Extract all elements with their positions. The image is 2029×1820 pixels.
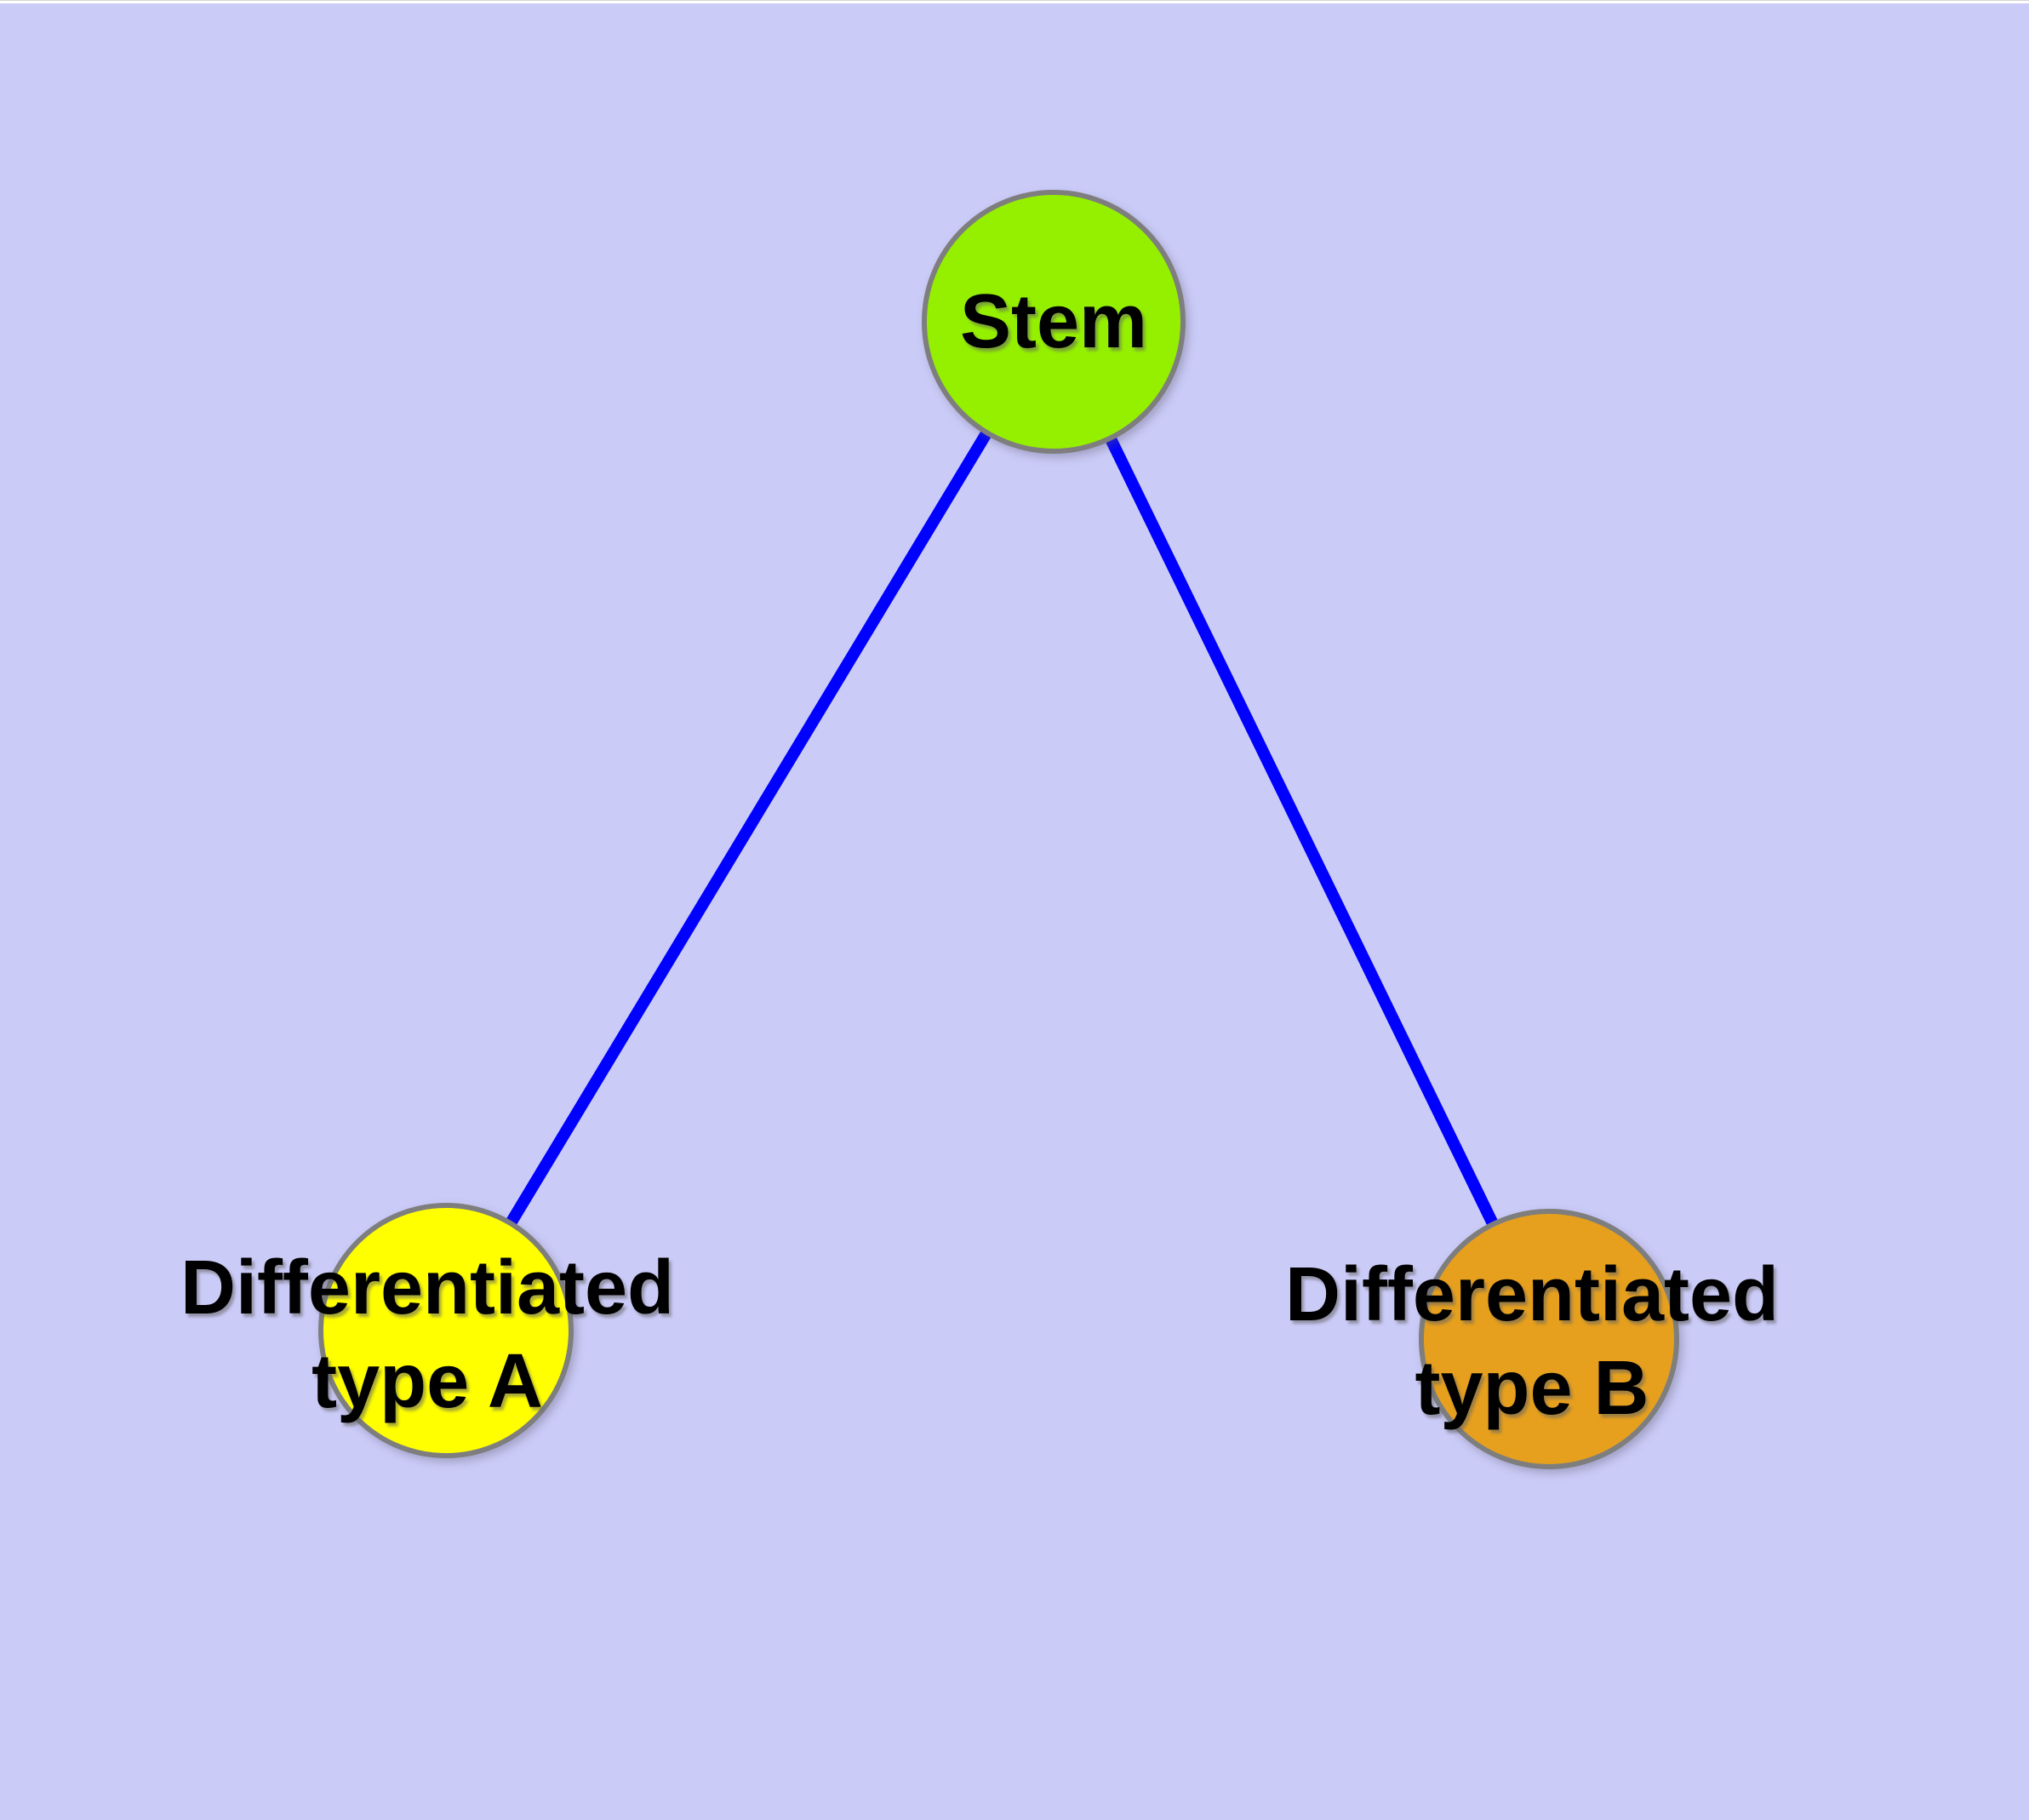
edge-stem-to-type-b <box>1048 318 1555 1342</box>
node-differentiated-type-b <box>1419 1209 1679 1469</box>
node-stem <box>922 190 1186 454</box>
top-hairline <box>0 0 2029 1</box>
node-differentiated-type-a <box>318 1203 574 1458</box>
edge-stem-to-type-a <box>441 318 1059 1334</box>
